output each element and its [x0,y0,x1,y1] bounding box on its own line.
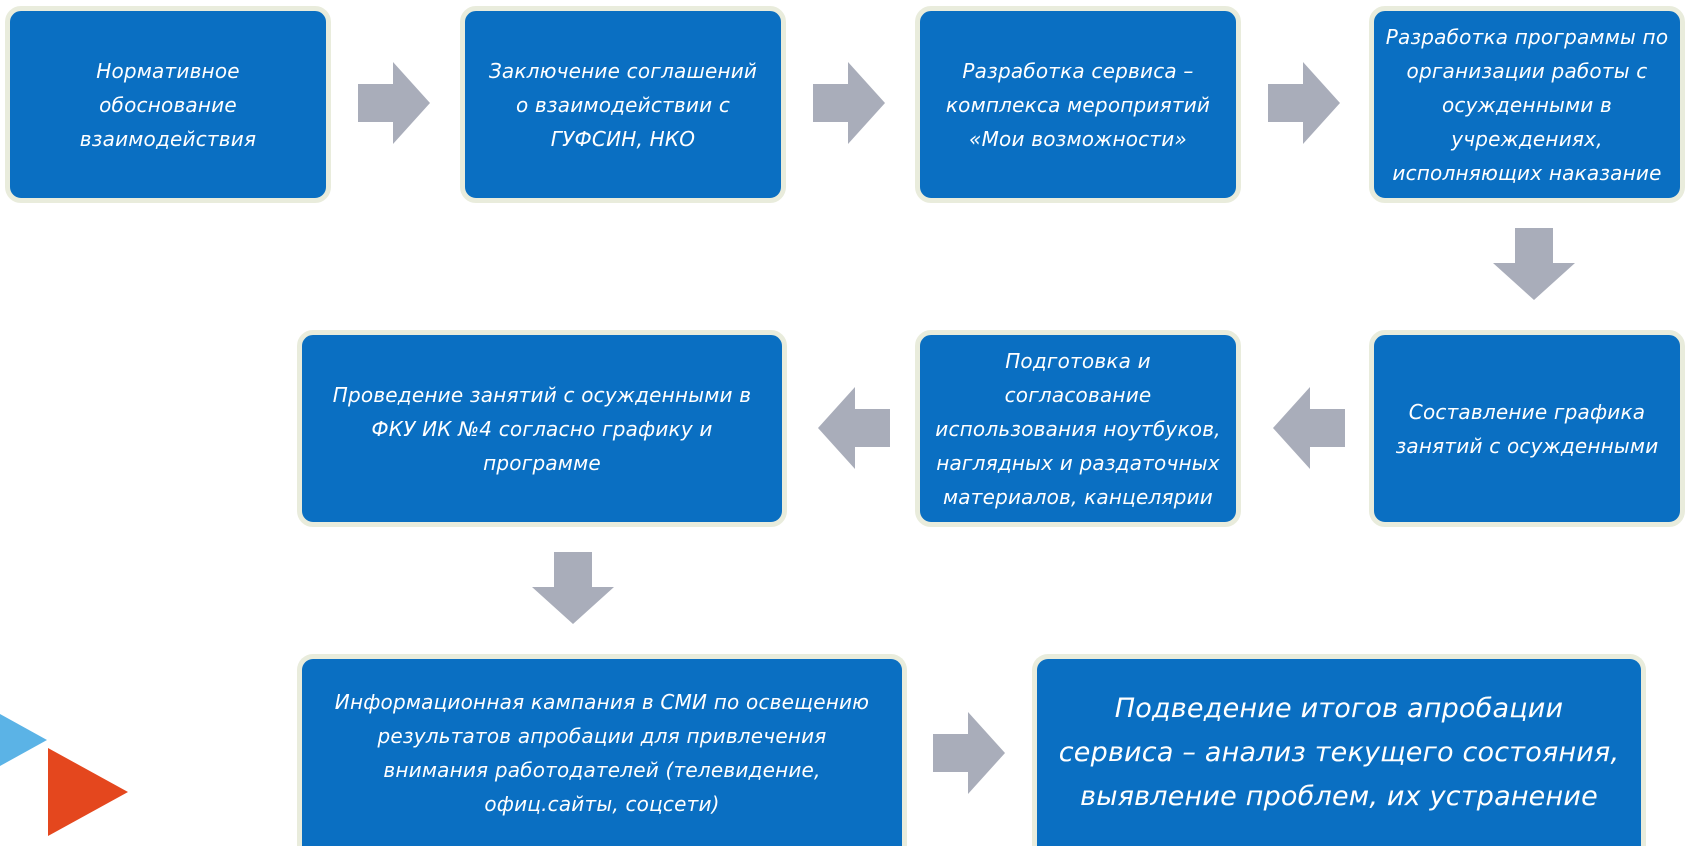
step-box-9: Подведение итогов апробации сервиса – ан… [1032,654,1646,846]
step-8-text: Информационная кампания в СМИ по освещен… [334,689,870,816]
step-4-text: Разработка программы по организации рабо… [1385,24,1669,185]
arrow-down-icon [532,552,614,624]
arrow-left-icon [818,387,890,469]
step-box-7: Проведение занятий с осужденными в ФКУ И… [297,330,787,527]
step-box-1: Нормативное обоснование взаимодействия [5,6,331,203]
arrow-left-icon [1273,387,1345,469]
arrow-right-icon [1268,62,1340,144]
arrow-right-icon [358,62,430,144]
step-box-2: Заключение соглашений о взаимодействии с… [460,6,786,203]
step-5-text: Составление графика занятий с осужденным… [1395,399,1659,458]
arrow-down-icon [1493,228,1575,300]
step-box-8: Информационная кампания в СМИ по освещен… [297,654,907,846]
step-6-text: Подготовка и согласование использования … [935,348,1221,509]
arrow-right-icon [933,712,1005,794]
step-2-text: Заключение соглашений о взаимодействии с… [488,58,758,151]
step-box-3: Разработка сервиса – комплекса мероприят… [915,6,1241,203]
brand-logo-icon [0,714,128,836]
step-9-text: Подведение итогов апробации сервиса – ан… [1058,692,1620,812]
step-box-6: Подготовка и согласование использования … [915,330,1241,527]
arrow-right-icon [813,62,885,144]
step-1-text: Нормативное обоснование взаимодействия [79,58,257,151]
step-3-text: Разработка сервиса – комплекса мероприят… [945,58,1211,151]
step-7-text: Проведение занятий с осужденными в ФКУ И… [332,382,752,475]
step-box-4: Разработка программы по организации рабо… [1369,6,1685,203]
step-box-5: Составление графика занятий с осужденным… [1369,330,1685,527]
